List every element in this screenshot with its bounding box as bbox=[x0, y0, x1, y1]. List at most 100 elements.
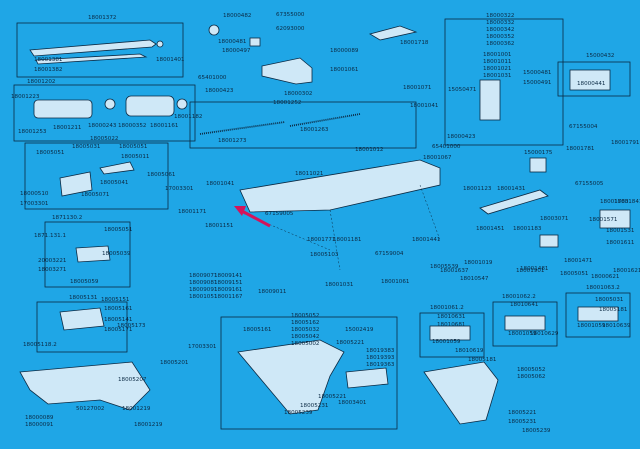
part-number-label: 18011021 bbox=[295, 171, 324, 177]
part-number-label: 15002419 bbox=[345, 327, 374, 333]
part-number-label: 18005221 bbox=[508, 410, 537, 416]
grip-right-part bbox=[423, 361, 499, 425]
screw-part bbox=[156, 40, 164, 48]
part-number-label: 18001031 bbox=[325, 282, 354, 288]
bracket-part bbox=[599, 209, 631, 229]
part-number-label: 18003401 bbox=[338, 400, 367, 406]
part-number-label: 18005052 bbox=[517, 367, 545, 373]
part-number-label: 18001783 bbox=[600, 199, 629, 205]
part-number-label: 15000432 bbox=[586, 53, 614, 59]
part-number-label: 67159005 bbox=[265, 211, 294, 217]
trigger-part bbox=[99, 161, 135, 175]
part-number-label: 18001531 bbox=[606, 228, 635, 234]
part-number-label: 15050471 bbox=[448, 87, 477, 93]
part-number-label: 18000423 bbox=[205, 88, 234, 94]
part-number-label: 18001001 bbox=[483, 52, 512, 58]
barrel-part bbox=[33, 99, 93, 119]
part-number-label: 18001263 bbox=[300, 127, 329, 133]
part-number-label: 18005207 bbox=[118, 377, 147, 383]
part-number-label: 18005201 bbox=[160, 360, 189, 366]
part-number-label: 18005042 bbox=[291, 334, 319, 340]
part-number-label: 18001451 bbox=[476, 226, 505, 232]
part-number-label: 18010629 bbox=[530, 331, 559, 337]
part-number-label: 18003071 bbox=[540, 216, 569, 222]
part-number-label: 18000091 bbox=[25, 422, 54, 428]
part-number-label: 18001781 bbox=[566, 146, 595, 152]
part-number-label: 50127002 bbox=[76, 406, 104, 412]
part-number-label: 18000322 bbox=[486, 13, 514, 19]
end-cap-part bbox=[176, 98, 188, 110]
part-number-label: 18001571 bbox=[589, 217, 618, 223]
barrel-part-2 bbox=[125, 95, 175, 117]
part-number-label: 18005032 bbox=[291, 327, 319, 333]
part-number-label: 18001382 bbox=[34, 67, 62, 73]
part-number-label: 1871.131.1 bbox=[34, 233, 66, 239]
part-number-label: 18010641 bbox=[510, 302, 539, 308]
part-number-label: 15000175 bbox=[524, 150, 553, 156]
part-number-label: 18005061 bbox=[147, 172, 176, 178]
part-number-label: 18001202 bbox=[27, 79, 55, 85]
group-box-trigger bbox=[24, 142, 169, 210]
group-box-mid-left bbox=[44, 221, 131, 288]
block-part bbox=[529, 157, 547, 173]
part-number-label: 18001041 bbox=[206, 181, 235, 187]
part-number-label: 18009011 bbox=[258, 289, 287, 295]
highlight-arrow bbox=[234, 206, 271, 228]
part-number-label: 18000441 bbox=[577, 81, 606, 87]
group-box-barrel bbox=[13, 84, 196, 142]
part-number-label: 18001041 bbox=[410, 103, 439, 109]
part-number-label: 18001219 bbox=[122, 406, 151, 412]
part-number-label: 18000352 bbox=[118, 123, 146, 129]
part-number-label: 18001401 bbox=[156, 57, 185, 63]
plate-a bbox=[429, 325, 471, 341]
part-number-label: 18009091 bbox=[189, 287, 218, 293]
part-number-label: 18001063.2 bbox=[586, 285, 620, 291]
part-number-label: 18005031 bbox=[72, 144, 101, 150]
part-number-label: 18000621 bbox=[591, 274, 620, 280]
part-number-label: 18000482 bbox=[223, 13, 251, 19]
part-number-label: 1871130.2 bbox=[52, 215, 82, 221]
part-number-label: 18005231 bbox=[300, 403, 329, 409]
part-number-label: 18019393 bbox=[366, 355, 395, 361]
part-number-label: 62093000 bbox=[276, 26, 305, 32]
part-number-label: 18003271 bbox=[38, 267, 67, 273]
trigger-housing-part bbox=[59, 171, 93, 197]
group-box-top-left bbox=[16, 22, 184, 78]
part-number-label: 18010547 bbox=[460, 276, 489, 282]
part-number-label: 18001059 bbox=[508, 331, 537, 337]
group-box-lower-left bbox=[36, 301, 128, 353]
part-number-label: 18001011 bbox=[483, 59, 512, 65]
part-number-label: 18001273 bbox=[218, 138, 247, 144]
part-number-label: 18005103 bbox=[310, 252, 339, 258]
part-number-label: 18001167 bbox=[214, 294, 243, 300]
part-number-label: 18005181 bbox=[599, 307, 628, 313]
part-number-label: 18009071 bbox=[189, 273, 218, 279]
clip-part bbox=[539, 234, 559, 248]
part-number-label: 18019363 bbox=[366, 362, 395, 368]
part-number-label: 18000352 bbox=[486, 34, 514, 40]
part-number-label: 18005171 bbox=[104, 327, 133, 333]
part-number-label: 15000491 bbox=[523, 80, 552, 86]
part-number-label: 18005239 bbox=[522, 428, 551, 434]
group-box-top-right bbox=[444, 18, 564, 146]
part-number-label: 18000423 bbox=[447, 134, 476, 140]
part-number-label: 17003301 bbox=[188, 344, 217, 350]
part-number-label: 18001061 bbox=[381, 279, 410, 285]
part-number-label: 18001431 bbox=[497, 186, 526, 192]
part-number-label: 18001062.2 bbox=[502, 294, 536, 300]
part-number-label: 18005221 bbox=[318, 394, 347, 400]
part-number-label: 18001771 bbox=[307, 237, 336, 243]
part-number-label: 18009151 bbox=[214, 280, 243, 286]
part-number-label: 18005051 bbox=[36, 150, 65, 156]
part-number-label: 18005002 bbox=[291, 341, 319, 347]
part-number-label: 18001059 bbox=[432, 339, 461, 345]
part-number-label: 18005071 bbox=[81, 192, 110, 198]
part-number-label: 17003301 bbox=[20, 201, 49, 207]
part-number-label: 18001183 bbox=[513, 226, 542, 232]
part-number-label: 18001637 bbox=[440, 268, 469, 274]
part-number-label: 18001181 bbox=[333, 237, 362, 243]
part-number-label: 17003301 bbox=[165, 186, 194, 192]
part-number-label: 18005539 bbox=[430, 264, 459, 270]
grip-part bbox=[237, 339, 345, 415]
